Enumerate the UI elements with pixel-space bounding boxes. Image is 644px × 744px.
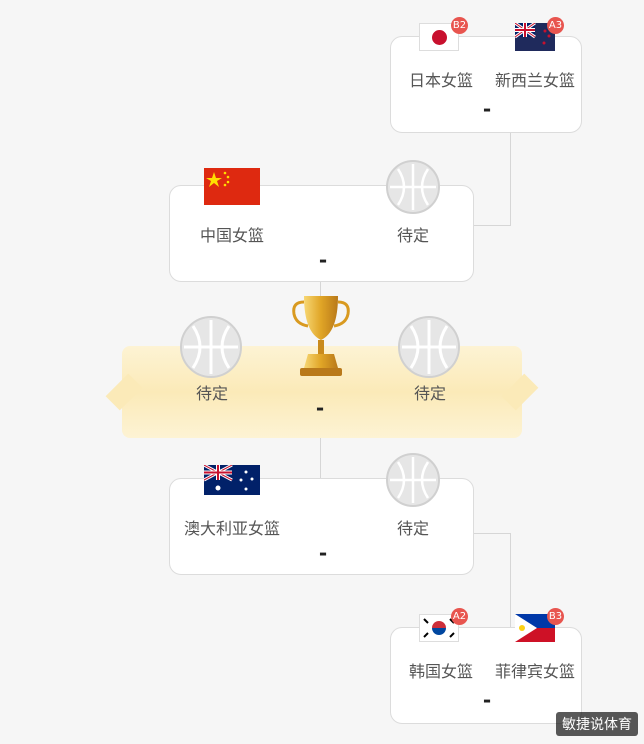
seed-badge: A2 xyxy=(451,608,468,625)
philippines-flag-icon xyxy=(515,614,555,642)
team-name: 韩国女篮 xyxy=(408,662,473,681)
team-name: 待定 xyxy=(396,226,429,245)
basketball-icon xyxy=(398,316,460,378)
china-flag-icon xyxy=(204,168,260,205)
seed-badge: B2 xyxy=(451,17,468,34)
bracket-line xyxy=(474,533,511,534)
match-score: - xyxy=(482,688,492,712)
match-score: - xyxy=(318,541,328,565)
seed-badge: A3 xyxy=(547,17,564,34)
match-card-japan-newzealand[interactable]: B2 A3 日本女篮 新西兰女篮 - xyxy=(390,17,582,133)
team-name: 待定 xyxy=(396,519,429,538)
team-name: 日本女篮 xyxy=(408,71,473,90)
team-name: 菲律宾女篮 xyxy=(494,662,575,681)
basketball-icon xyxy=(386,453,440,507)
bracket-line xyxy=(510,533,511,627)
seed-badge: B3 xyxy=(547,608,564,625)
team-name: 待定 xyxy=(195,384,228,403)
match-card-korea-philippines[interactable]: A2 B3 韩国女篮 菲律宾女篮 - xyxy=(390,608,582,724)
match-card-australia-tbd[interactable]: 澳大利亚女篮 待定 - xyxy=(169,453,474,575)
team-name: 待定 xyxy=(413,384,446,403)
basketball-icon xyxy=(386,160,440,214)
team-name: 中国女篮 xyxy=(199,226,264,245)
match-score: - xyxy=(482,97,492,121)
team-name: 新西兰女篮 xyxy=(494,71,575,90)
australia-flag-icon xyxy=(204,465,260,495)
match-score: - xyxy=(318,248,328,272)
bracket-line xyxy=(510,132,511,226)
bracket-line xyxy=(320,438,321,478)
team-name: 澳大利亚女篮 xyxy=(183,519,280,538)
match-card-china-tbd[interactable]: 中国女篮 待定 - xyxy=(169,160,474,282)
final-score: - xyxy=(315,396,325,420)
bracket-line xyxy=(474,225,511,226)
watermark: 敏捷说体育 xyxy=(556,712,638,736)
trophy-icon xyxy=(290,292,352,380)
basketball-icon xyxy=(180,316,242,378)
